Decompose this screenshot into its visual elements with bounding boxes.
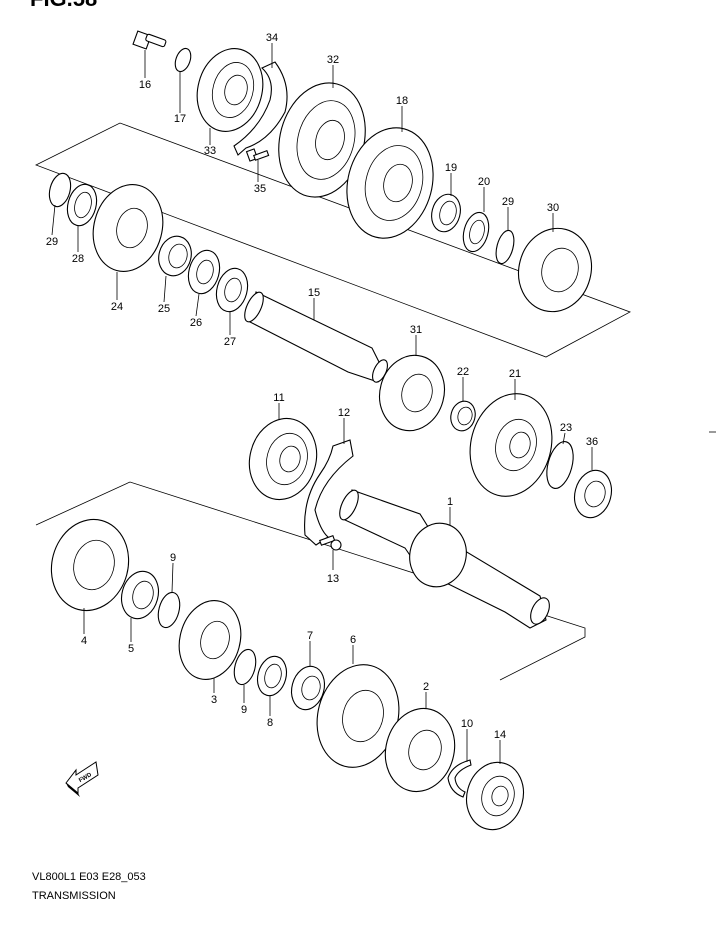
gear-30 [518,227,592,313]
circlip-29-left [48,172,72,208]
callout-9-lower: 9 [241,704,247,716]
callout-5: 5 [128,643,134,655]
gear-21 [469,393,553,497]
gear-2 [384,707,456,793]
callout-31: 31 [410,324,422,336]
lock-washer-27 [215,267,249,313]
callout-32: 32 [327,54,339,66]
bushing-22 [450,400,476,432]
callout-10: 10 [461,718,473,730]
bolt-16 [132,30,167,50]
gear-3 [178,600,242,680]
bushing-7 [290,665,326,711]
callout-34: 34 [266,32,278,44]
washer-20 [462,211,490,253]
diagram-name: TRANSMISSION [32,890,116,902]
gear-6 [316,664,400,768]
callout-35: 35 [254,183,266,195]
retainer-34 [233,61,288,156]
screw-13 [319,535,342,551]
gear-31 [379,354,445,432]
callout-7: 7 [307,630,313,642]
callout-9-upper: 9 [170,552,176,564]
circlip-10 [447,759,472,798]
bushing-25 [158,235,192,277]
gear-18 [346,127,434,239]
lock-washer-26 [187,249,221,295]
callout-2: 2 [423,681,429,693]
callout-19: 19 [445,162,457,174]
gear-4 [50,518,130,612]
callout-6: 6 [350,634,356,646]
circlip-9-lower [233,648,257,686]
callout-28: 28 [72,253,84,265]
countershaft-group-outline [35,122,631,358]
leader-lines [51,43,593,764]
callout-21: 21 [509,368,521,380]
callout-18: 18 [396,95,408,107]
washer-23 [546,441,574,489]
screw-35 [245,148,270,162]
callout-14: 14 [494,729,506,741]
driveshaft-1 [339,489,550,629]
callout-numbers: 16 17 33 34 32 35 18 19 20 29 30 29 28 2… [46,32,598,741]
callout-25: 25 [158,303,170,315]
bearing-11 [248,417,318,501]
callout-17: 17 [174,113,186,125]
gear-32 [278,82,366,198]
callout-13: 13 [327,573,339,585]
washer-17 [174,47,192,73]
washer-8 [256,655,288,697]
callout-30: 30 [547,202,559,214]
callout-29-right: 29 [502,196,514,208]
callout-24: 24 [111,301,123,313]
bushing-19 [431,193,461,233]
countershaft-15 [244,291,388,383]
callout-22: 22 [457,366,469,378]
fwd-arrow-icon: FWD [65,761,99,797]
callout-1: 1 [447,496,453,508]
callout-36: 36 [586,436,598,448]
gear-24 [92,184,164,272]
callout-26: 26 [190,317,202,329]
callout-8: 8 [267,717,273,729]
circlip-9-upper [157,591,181,629]
callout-3: 3 [211,694,217,706]
callout-29-left: 29 [46,236,58,248]
callout-12: 12 [338,407,350,419]
bearing-33 [196,48,264,132]
callout-16: 16 [139,79,151,91]
callout-33: 33 [204,145,216,157]
bushing-5 [120,570,160,620]
callout-20: 20 [478,176,490,188]
figure-title: FIG.58 [30,0,97,11]
diagram-code: VL800L1 E03 E28_053 [32,871,146,883]
washer-28 [66,183,98,227]
callout-11: 11 [273,392,284,404]
bearing-36 [573,469,613,519]
callout-27: 27 [224,336,236,348]
bearing-14 [466,761,524,831]
callout-23: 23 [560,422,572,434]
callout-15: 15 [308,287,320,299]
driveshaft-group-outline [35,481,586,681]
callout-4: 4 [81,635,87,647]
circlip-29-right [495,229,515,265]
